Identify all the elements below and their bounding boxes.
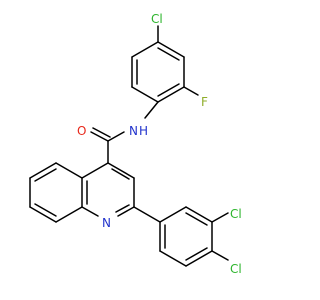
bond-c-f — [183, 86, 199, 96]
dichlorophenyl-ring — [159, 206, 213, 267]
bond-quinoline-phenyl — [133, 206, 161, 223]
quinoline-pyridine-ring — [81, 162, 135, 217]
molecule-structure-diagram: Cl F N H O N Cl Cl — [29, 12, 242, 276]
chlorine-atom-label-3: Cl — [230, 207, 242, 221]
bond-c-cl-3 — [211, 212, 229, 223]
chlorine-atom-label-top: Cl — [151, 12, 163, 26]
amide-linkage — [90, 101, 159, 164]
quinoline-benzo-ring — [29, 162, 83, 223]
amide-hydrogen-label: H — [139, 124, 148, 138]
quinoline-nitrogen-label: N — [102, 216, 111, 230]
fluorine-atom-label: F — [201, 95, 208, 109]
bond-c-cl-4 — [211, 250, 229, 261]
chlorofluorophenyl-ring — [131, 41, 185, 103]
oxygen-atom-label: O — [77, 124, 86, 138]
amide-nitrogen-label: N — [129, 124, 138, 138]
chlorine-atom-label-4: Cl — [230, 262, 242, 276]
